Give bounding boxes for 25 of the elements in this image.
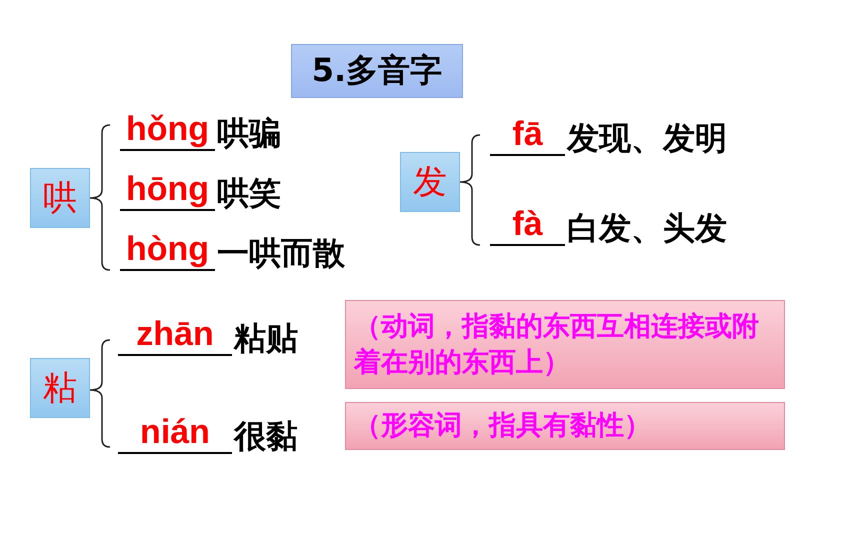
explanation-text: （形容词，指具有黏性） bbox=[354, 409, 651, 444]
word-text: 粘贴 bbox=[234, 322, 298, 354]
pinyin-answer: hòng bbox=[124, 232, 210, 266]
word-text: 白发、头发 bbox=[567, 212, 727, 244]
pinyin-answer: zhān bbox=[135, 317, 215, 351]
character-text: 哄 bbox=[43, 177, 77, 220]
character-box bbox=[30, 168, 90, 228]
character-text: 粘 bbox=[43, 367, 77, 410]
word-text: 哄骗 bbox=[217, 117, 281, 149]
word-text: 很黏 bbox=[234, 420, 298, 452]
character-text: 发 bbox=[413, 161, 447, 204]
word-text: 哄笑 bbox=[217, 177, 281, 209]
pinyin-answer: fā bbox=[511, 117, 544, 151]
word-text: 发现、发明 bbox=[567, 122, 727, 154]
character-box bbox=[400, 152, 460, 212]
explanation-box bbox=[345, 402, 785, 450]
title-box: 5.多音字 bbox=[291, 44, 463, 98]
character-box bbox=[30, 358, 90, 418]
word-text: 一哄而散 bbox=[217, 237, 345, 269]
pinyin-answer: hōng bbox=[124, 172, 210, 206]
explanation-box bbox=[345, 300, 785, 389]
pinyin-answer: nián bbox=[139, 415, 211, 449]
explanation-text: （动词，指黏的东西互相连接或附着在别的东西上） bbox=[354, 310, 760, 380]
pinyin-answer: fà bbox=[511, 207, 544, 241]
pinyin-answer: hǒng bbox=[124, 112, 210, 146]
